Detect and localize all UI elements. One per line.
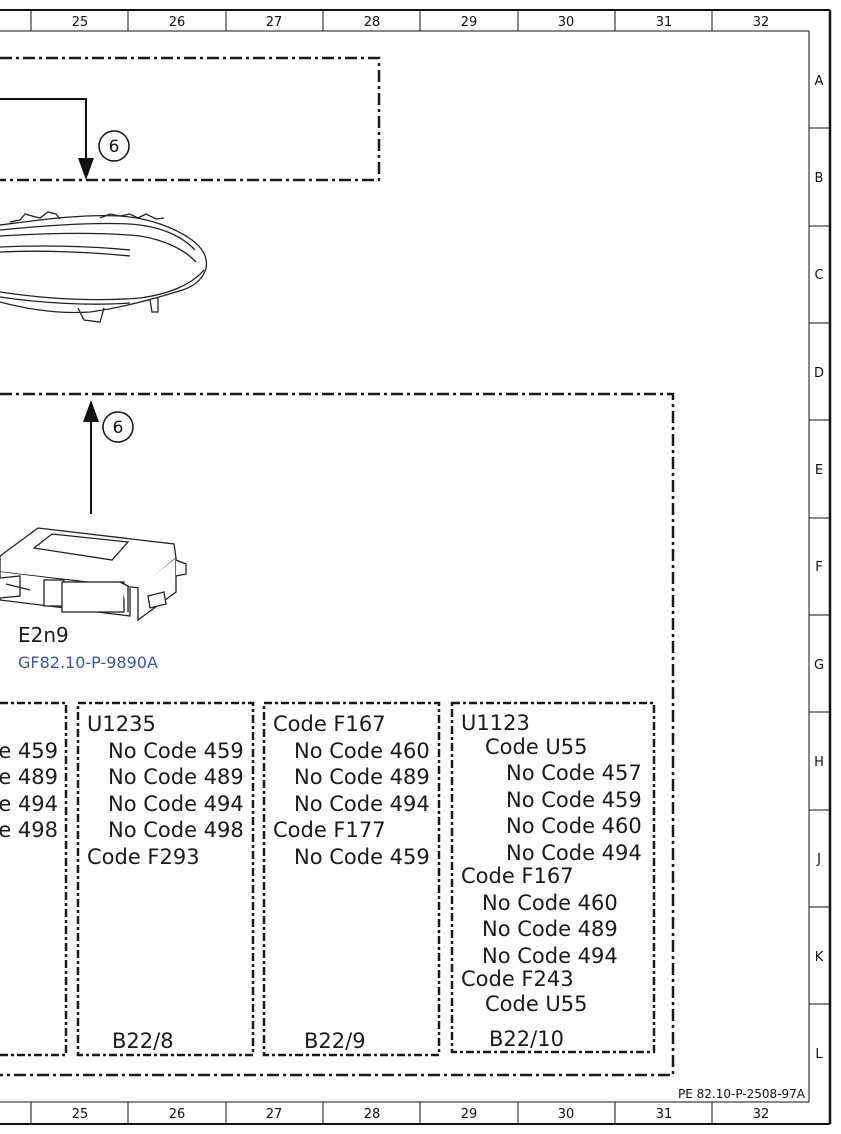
code-box-b22-10: [450, 701, 656, 1054]
code-line: Code F177: [273, 818, 386, 842]
component-name: E2n9: [18, 623, 69, 647]
column-label-bottom: 29: [461, 1107, 478, 1122]
code-line: No Code 459: [108, 739, 244, 763]
column-label-top: 25: [72, 15, 89, 30]
code-line: No Code 489: [294, 765, 430, 789]
code-list-b22-10: U1123 Code U55 No Code 457 No Code 459 N…: [461, 711, 642, 1051]
code-line: No Code 459: [294, 845, 430, 869]
partial-code-box: [0, 701, 68, 1057]
row-label: H: [814, 755, 824, 770]
row-label: A: [815, 74, 824, 89]
code-line: U1235: [87, 712, 156, 736]
column-label-bottom: 31: [656, 1107, 673, 1122]
code-line: e 494: [0, 792, 58, 816]
code-line: No Code 460: [482, 891, 618, 915]
code-line: No Code 489: [482, 917, 618, 941]
partial-code-list: e 459 e 489 e 494 e 498: [0, 739, 58, 842]
signal-line-up: [83, 400, 99, 514]
code-line: No Code 489: [108, 765, 244, 789]
code-line: e 489: [0, 765, 58, 789]
column-label-bottom: 30: [558, 1107, 575, 1122]
column-label-top: 31: [656, 15, 673, 30]
connector-badge: 6: [98, 130, 130, 162]
row-label: C: [814, 268, 823, 283]
frame: [0, 9, 832, 1125]
upper-boundary-box: [0, 56, 381, 182]
row-label: J: [816, 852, 821, 867]
column-label-bottom: 32: [753, 1107, 770, 1122]
row-ticks: [809, 127, 830, 1005]
column-label-bottom: 26: [169, 1107, 186, 1122]
control-unit-icon: [0, 527, 187, 622]
code-line: No Code 460: [506, 814, 642, 838]
code-line: U1123: [461, 711, 530, 735]
column-ticks: [30, 10, 713, 1124]
document-reference: PE 82.10-P-2508-97A: [678, 1087, 806, 1101]
code-box-b22-8: [76, 701, 255, 1057]
column-label-top: 29: [461, 15, 478, 30]
svg-text:6: 6: [113, 418, 124, 438]
code-line: Code U55: [485, 992, 588, 1016]
code-line: Code F167: [273, 712, 386, 736]
sensor-reference: B22/10: [489, 1027, 564, 1051]
row-label: K: [815, 950, 824, 965]
column-label-top: 30: [558, 15, 575, 30]
code-line: Code F293: [87, 845, 200, 869]
row-label: G: [814, 658, 824, 673]
code-line: Code U55: [485, 735, 588, 759]
svg-text:6: 6: [109, 137, 120, 157]
column-label-top: 32: [753, 15, 770, 30]
code-box-b22-9: [262, 701, 441, 1057]
row-label: F: [815, 560, 822, 575]
code-line: e 459: [0, 739, 58, 763]
code-line: No Code 494: [482, 944, 618, 968]
code-line: Code F243: [461, 967, 574, 991]
sensor-reference: B22/8: [112, 1029, 174, 1053]
row-label: L: [815, 1047, 823, 1062]
code-line: No Code 460: [294, 739, 430, 763]
code-line: No Code 494: [108, 792, 244, 816]
column-label-bottom: 28: [364, 1107, 381, 1122]
lower-boundary-box: [0, 392, 675, 1077]
column-label-top: 28: [364, 15, 381, 30]
column-label-top: 27: [266, 15, 283, 30]
code-line: No Code 498: [108, 818, 244, 842]
code-list-b22-8: U1235 No Code 459 No Code 489 No Code 49…: [87, 712, 244, 1053]
headlamp-icon: [0, 211, 208, 323]
column-label-bottom: 25: [72, 1107, 89, 1122]
code-line: No Code 494: [294, 792, 430, 816]
code-line: No Code 459: [506, 788, 642, 812]
code-line: Code F167: [461, 864, 574, 888]
row-label: E: [815, 463, 823, 478]
column-label-bottom: 27: [266, 1107, 283, 1122]
code-line: e 498: [0, 818, 58, 842]
component-reference-link[interactable]: GF82.10-P-9890A: [18, 653, 158, 672]
signal-line-down: [0, 98, 94, 180]
column-label-top: 26: [169, 15, 186, 30]
connector-badge: 6: [102, 411, 134, 443]
code-line: No Code 494: [506, 841, 642, 865]
row-label: B: [815, 171, 824, 186]
code-list-b22-9: Code F167 No Code 460 No Code 489 No Cod…: [273, 712, 430, 1053]
sensor-reference: B22/9: [304, 1029, 366, 1053]
row-label: D: [814, 366, 824, 381]
code-line: No Code 457: [506, 761, 642, 785]
